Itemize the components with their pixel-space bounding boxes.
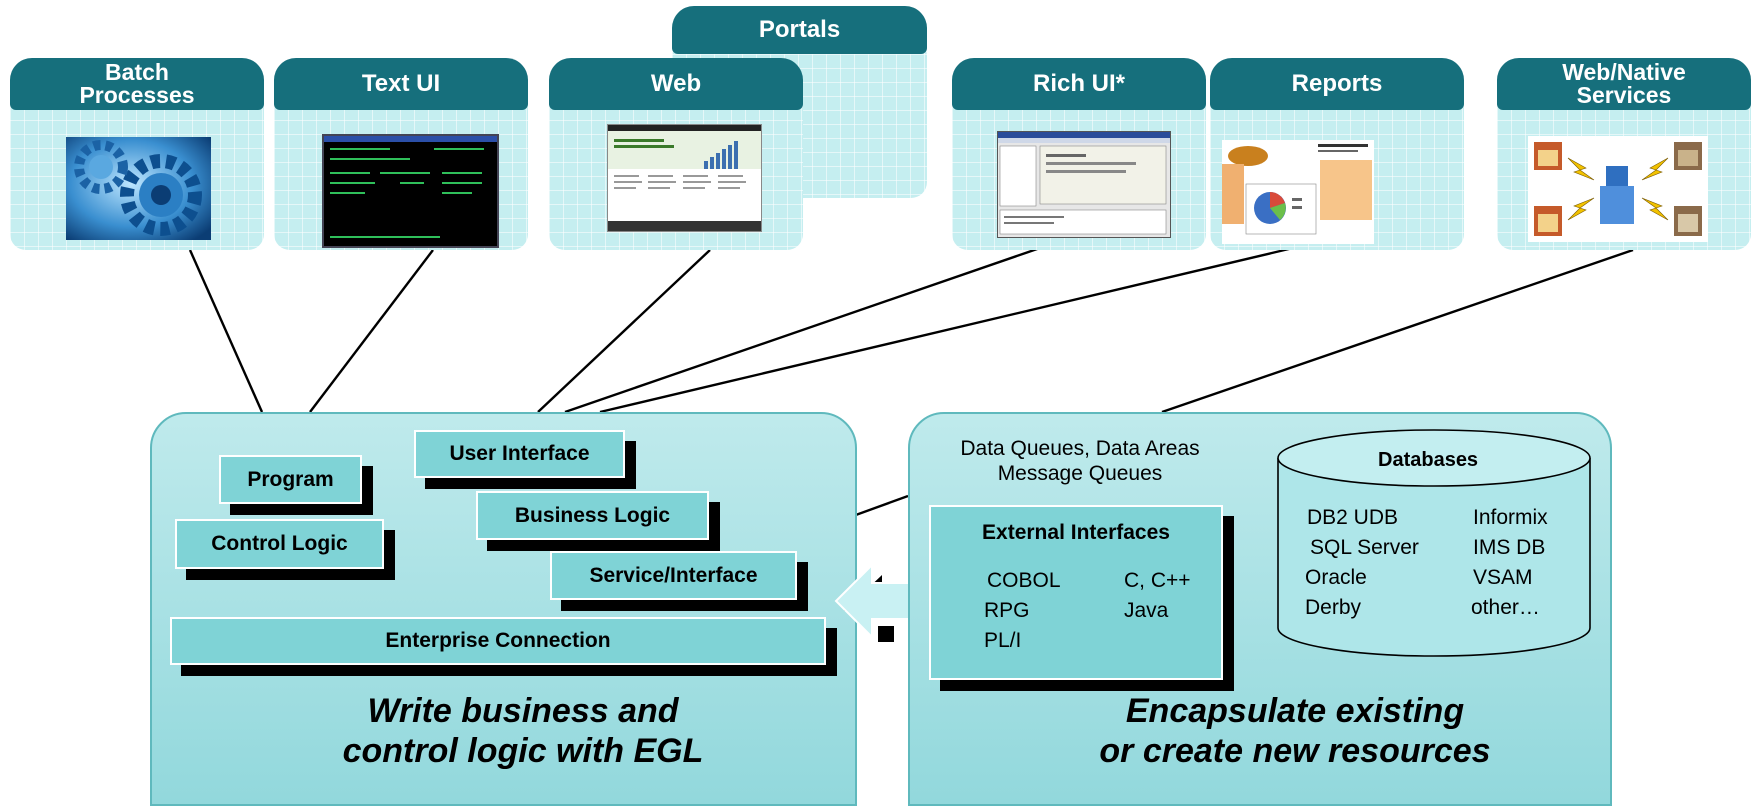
queues-line-2: Message Queues — [997, 462, 1163, 486]
rich-ui-app-image — [997, 131, 1171, 238]
external-interfaces-box[interactable]: External Interfaces COBOL C, C++ RPG Jav… — [929, 505, 1223, 680]
web-services-tab[interactable]: Web/Native Services — [1497, 58, 1751, 110]
web-label: Web — [650, 70, 702, 97]
batch-label-1: Batch — [105, 59, 169, 85]
db-item-ims: IMS DB — [1473, 536, 1546, 559]
web-page-image — [607, 124, 762, 232]
queues-line-1: Data Queues, Data Areas — [960, 437, 1200, 460]
database-cylinder-icon — [1277, 429, 1591, 657]
business-logic-box[interactable]: Business Logic — [476, 491, 709, 540]
bidirectional-arrow-icon — [834, 562, 922, 642]
control-logic-label: Control Logic — [211, 532, 348, 555]
gears-image — [66, 137, 211, 240]
batch-tab[interactable]: Batch Processes — [10, 58, 264, 110]
egl-caption-line-2: control logic with EGL — [342, 732, 704, 771]
db-item-informix: Informix — [1473, 506, 1548, 529]
control-logic-box[interactable]: Control Logic — [175, 519, 384, 569]
line-web-services — [1161, 248, 1634, 414]
rich-ui-label: Rich UI* — [1032, 70, 1125, 97]
line-panels — [852, 494, 909, 518]
db-item-derby: Derby — [1305, 596, 1362, 619]
user-interface-label: User Interface — [449, 442, 590, 465]
egl-caption: Write business and control logic with EG… — [228, 691, 818, 771]
db-item-oracle: Oracle — [1305, 566, 1367, 589]
web-services-label-1: Web/Native — [1562, 59, 1686, 85]
enterprise-connection-label: Enterprise Connection — [385, 629, 611, 652]
program-box[interactable]: Program — [219, 455, 362, 504]
line-rich-ui — [564, 246, 1041, 414]
egl-caption-line-1: Write business and — [367, 692, 679, 730]
service-interface-box[interactable]: Service/Interface — [550, 551, 797, 600]
web-services-label-2: Services — [1576, 82, 1672, 108]
batch-label-2: Processes — [79, 82, 195, 108]
text-ui-label: Text UI — [361, 70, 441, 97]
resources-caption-line-2: or create new resources — [1099, 732, 1491, 771]
resources-caption-line-1: Encapsulate existing — [1125, 692, 1465, 730]
text-ui-tab[interactable]: Text UI — [274, 58, 528, 110]
line-batch — [188, 249, 264, 413]
report-image — [1222, 140, 1374, 244]
db-item-other: other… — [1471, 596, 1540, 619]
ext-item-cobol: COBOL — [987, 569, 1061, 592]
line-reports — [599, 246, 1294, 414]
ext-item-rpg: RPG — [984, 599, 1030, 622]
web-tab[interactable]: Web — [549, 58, 803, 110]
enterprise-connection-box[interactable]: Enterprise Connection — [170, 617, 826, 665]
line-web — [537, 249, 711, 413]
ext-item-c-cpp: C, C++ — [1124, 569, 1191, 592]
external-interfaces-title: External Interfaces — [982, 521, 1170, 544]
db-item-vsam: VSAM — [1473, 566, 1533, 589]
portals-tab[interactable]: Portals — [672, 6, 927, 54]
ext-item-pli: PL/I — [984, 629, 1022, 652]
business-logic-label: Business Logic — [514, 503, 671, 527]
db-item-sql-server: SQL Server — [1310, 536, 1419, 559]
reports-label: Reports — [1291, 70, 1383, 97]
rich-ui-tab[interactable]: Rich UI* — [952, 58, 1206, 110]
line-text-ui — [309, 249, 434, 413]
portals-label: Portals — [758, 16, 841, 43]
queues-text: Data Queues, Data Areas Message Queues — [930, 436, 1230, 486]
program-label: Program — [247, 467, 334, 491]
ext-item-java: Java — [1124, 599, 1169, 622]
db-item-db2: DB2 UDB — [1307, 506, 1399, 529]
user-interface-box[interactable]: User Interface — [414, 430, 625, 478]
terminal-screen-image — [322, 134, 499, 248]
databases-title: Databases — [1378, 449, 1479, 471]
reports-tab[interactable]: Reports — [1210, 58, 1464, 110]
resources-caption: Encapsulate existing or create new resou… — [1000, 691, 1590, 771]
service-interface-label: Service/Interface — [589, 563, 758, 587]
services-network-image — [1528, 136, 1708, 242]
